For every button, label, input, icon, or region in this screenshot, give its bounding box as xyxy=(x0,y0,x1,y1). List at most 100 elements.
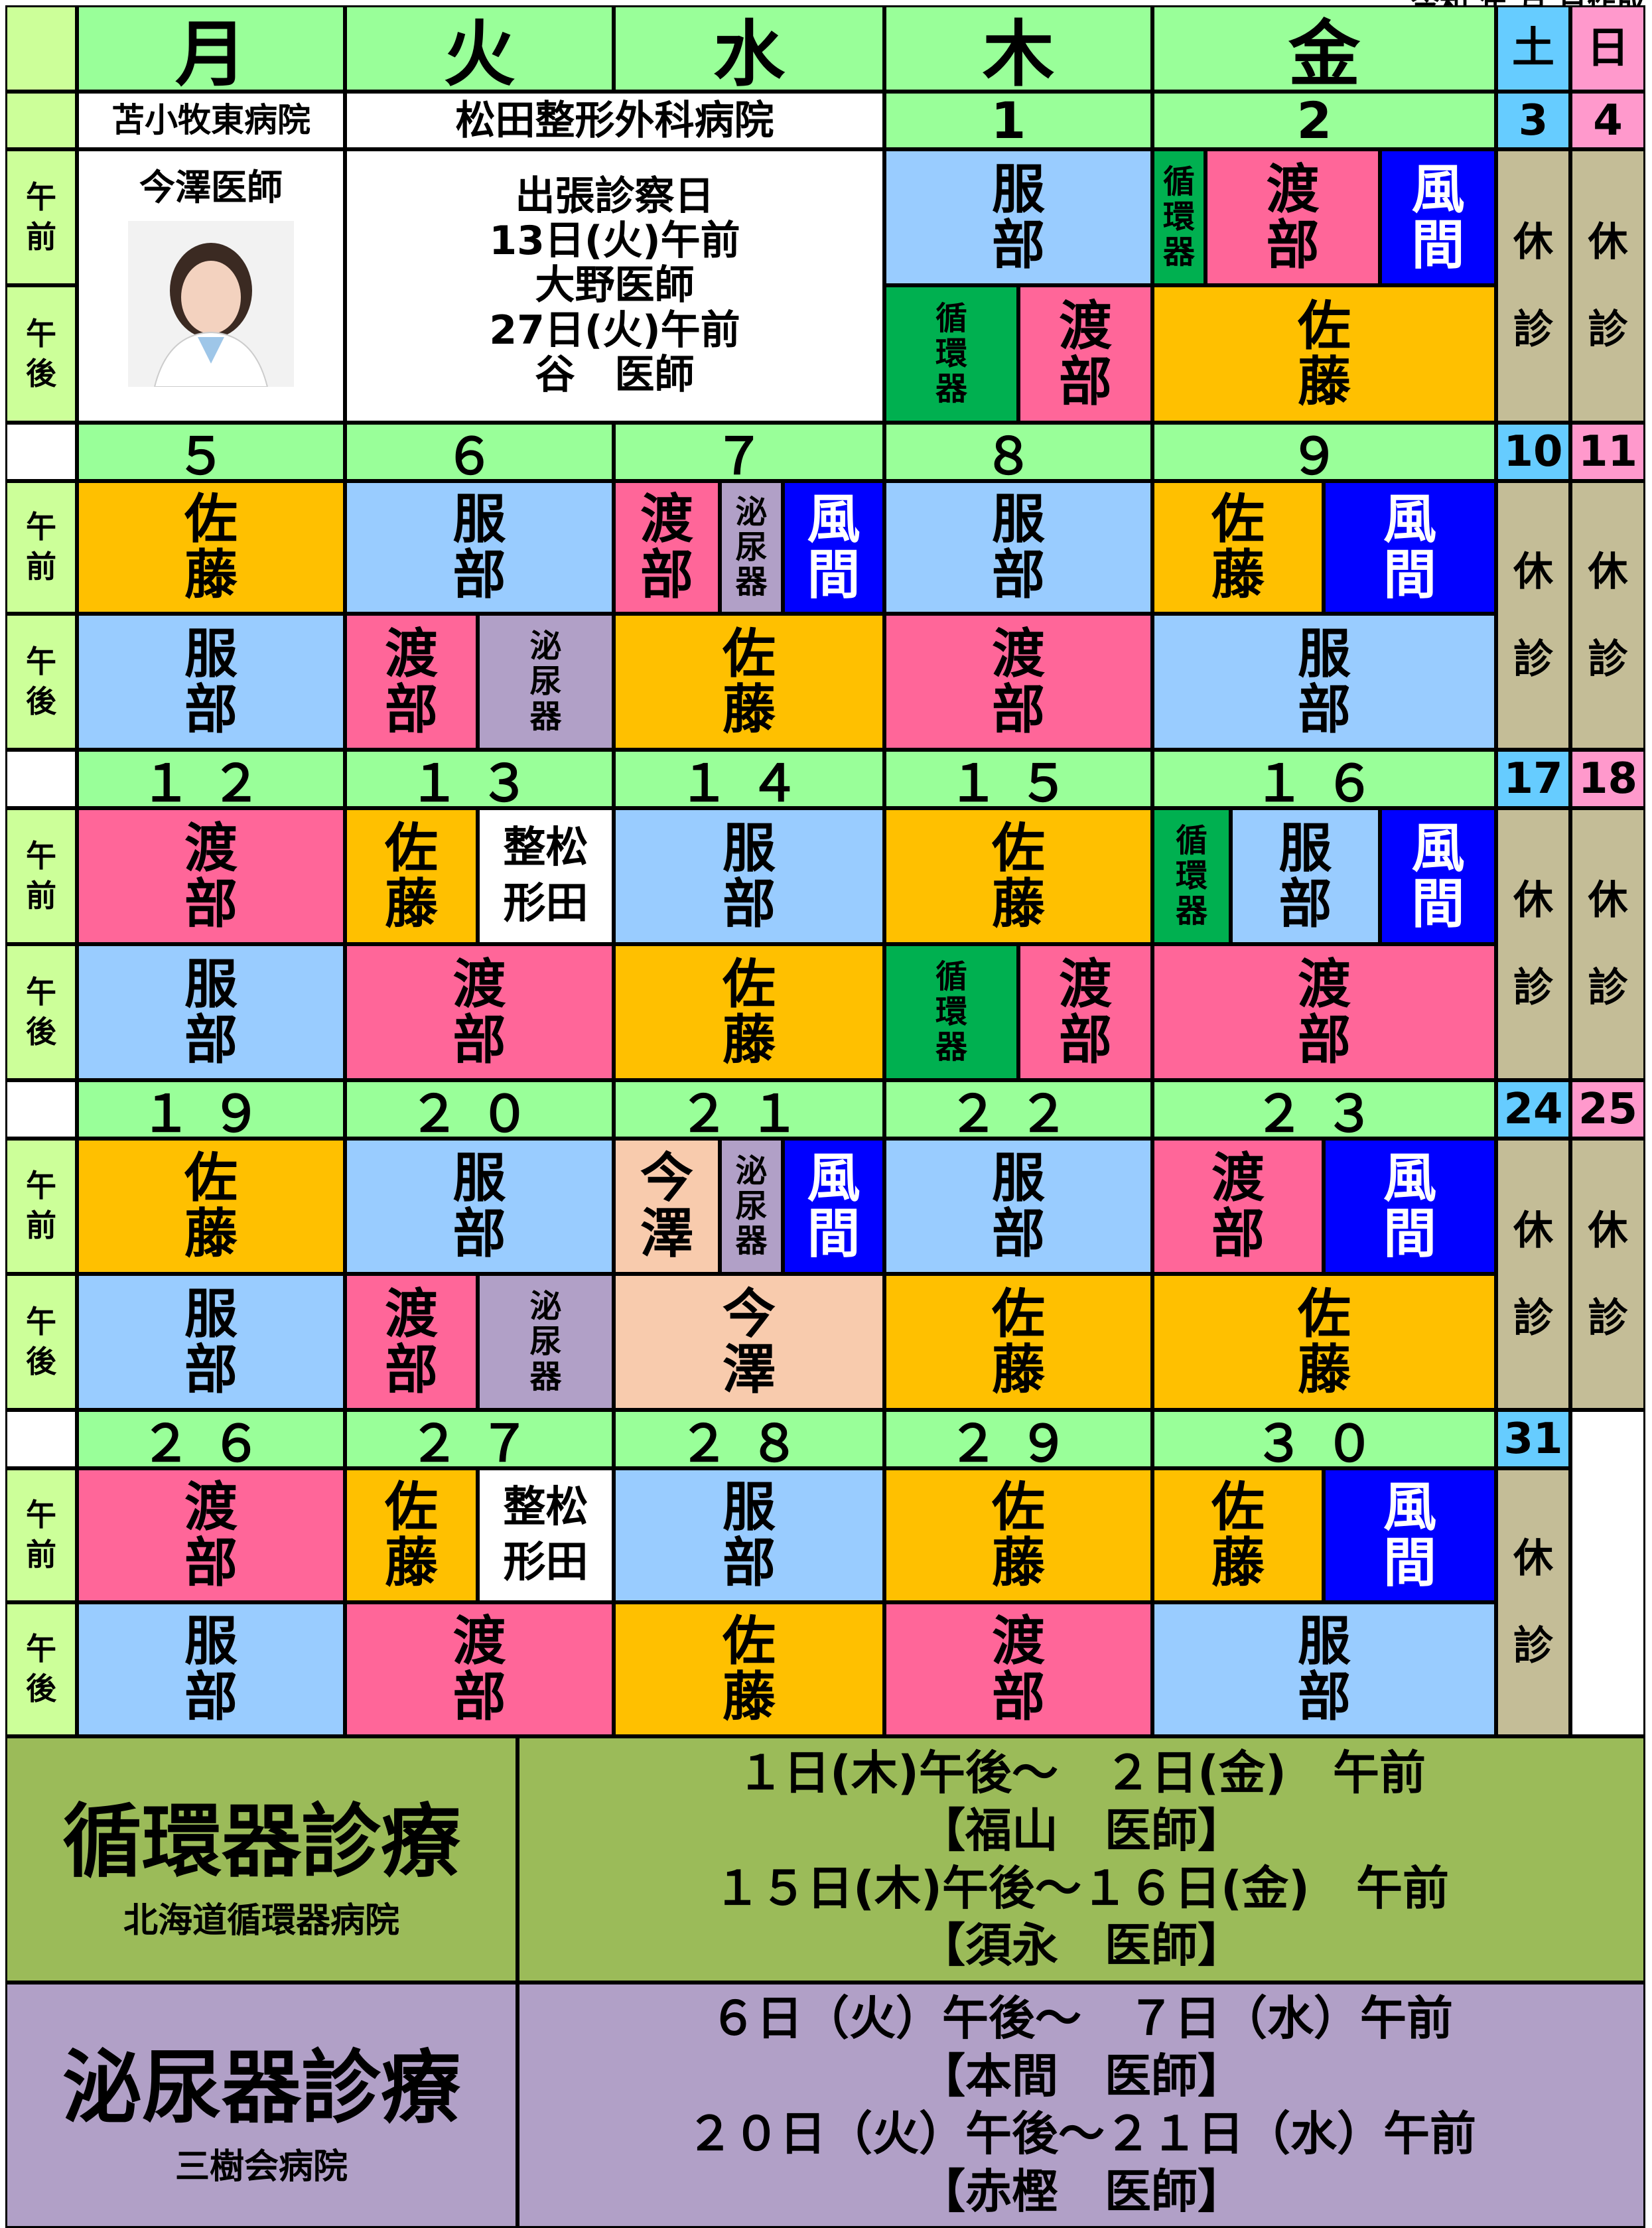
cell-w2-mon-pm: 服 部 xyxy=(77,944,345,1080)
cell-w3-wed-num: ２１ xyxy=(614,1080,884,1139)
cell-w1-tue-pm-a: 渡 部 xyxy=(345,614,478,750)
cell-w1-wed-am-a: 渡 部 xyxy=(614,481,720,614)
w0-tue-detail: 出張診察日 13日(火)午前 大野医師 27日(火)午前 谷 医師 xyxy=(345,149,884,423)
cell-w3-fri-num: ２３ xyxy=(1152,1080,1496,1139)
cell-w3-wed-am-c: 風 間 xyxy=(783,1139,884,1274)
cell-w4-wed-pm: 佐 藤 xyxy=(614,1602,884,1736)
note-junkanki-subtitle: 北海道循環器病院 xyxy=(123,1900,399,1941)
cell-w4-fri-num: ３０ xyxy=(1152,1410,1496,1468)
w0-mon-hospital: 苫小牧東病院 xyxy=(77,92,345,149)
cell-w1-thu-pm: 渡 部 xyxy=(884,614,1152,750)
week3-label-blank xyxy=(5,1080,77,1139)
weekday-header-fri: 金 xyxy=(1152,5,1496,92)
weekday-header-wed: 水 xyxy=(614,5,884,92)
cell-w2-thu-pm-a: 循 環 器 xyxy=(884,944,1018,1080)
cell-w1-fri-am-a: 佐 藤 xyxy=(1152,481,1324,614)
cell-w3-wed-pm: 今 澤 xyxy=(614,1274,884,1410)
cell-w2-wed-pm: 佐 藤 xyxy=(614,944,884,1080)
cell-w0-fri-am-a: 循 環 器 xyxy=(1152,149,1205,285)
note-junkanki-title: 循環器診療 xyxy=(62,1795,460,1888)
week4-sun-blank xyxy=(1570,1410,1645,1736)
cell-w4-wed-num: ２８ xyxy=(614,1410,884,1468)
week1-label-blank xyxy=(5,423,77,481)
cell-w3-tue-num: ２０ xyxy=(345,1080,614,1139)
cell-w3-sat-num: 24 xyxy=(1496,1080,1570,1139)
cell-w2-tue-am-b: 整松 形田 xyxy=(478,808,614,944)
note-junkanki-detail: １日(木)午後～ ２日(金) 午前【福山 医師】１５日(木)午後～１６日(金) … xyxy=(517,1736,1645,1983)
note-junkanki-line: １５日(木)午後～１６日(金) 午前 xyxy=(714,1860,1449,1915)
note-hinyoki-line: 【本間 医師】 xyxy=(919,2049,1244,2104)
cell-w2-fri-num: １６ xyxy=(1152,750,1496,808)
cell-w3-mon-pm: 服 部 xyxy=(77,1274,345,1410)
note-junkanki-line: １日(木)午後～ ２日(金) 午前 xyxy=(737,1745,1426,1800)
note-junkanki-line: 【福山 医師】 xyxy=(919,1803,1244,1858)
cell-w3-thu-am: 服 部 xyxy=(884,1139,1152,1274)
cell-w1-sun-num: 11 xyxy=(1570,423,1645,481)
cell-w3-tue-pm-a: 渡 部 xyxy=(345,1274,478,1410)
note-junkanki-title-box: 循環器診療北海道循環器病院 xyxy=(5,1736,517,1983)
cell-w1-sat-num: 10 xyxy=(1496,423,1570,481)
cell-w0-fri-num: 2 xyxy=(1152,92,1496,149)
note-hinyoki-line: 【赤樫 医師】 xyxy=(919,2164,1244,2219)
cell-w0-sun-num: 4 xyxy=(1570,92,1645,149)
week0-am-label: 午 前 xyxy=(5,149,77,285)
weekday-header-sat: 土 xyxy=(1496,5,1570,92)
cell-w1-wed-am-b: 泌 尿 器 xyxy=(720,481,783,614)
week4-sat-closed: 休 診 xyxy=(1496,1468,1570,1736)
cell-w2-mon-am: 渡 部 xyxy=(77,808,345,944)
cell-w3-sun-num: 25 xyxy=(1570,1080,1645,1139)
cell-w2-sun-num: 18 xyxy=(1570,750,1645,808)
week0-sat-closed: 休 診 xyxy=(1496,149,1570,423)
week3-pm-label: 午 後 xyxy=(5,1274,77,1410)
weekday-header-mon: 月 xyxy=(77,5,345,92)
cell-w1-wed-num: ７ xyxy=(614,423,884,481)
week3-am-label: 午 前 xyxy=(5,1139,77,1274)
week2-am-label: 午 前 xyxy=(5,808,77,944)
note-hinyoki-line: ２０日（火）午後～２１日（水）午前 xyxy=(687,2107,1476,2161)
weekday-header-tue: 火 xyxy=(345,5,614,92)
cell-w1-wed-am-c: 風 間 xyxy=(783,481,884,614)
cell-w1-thu-am: 服 部 xyxy=(884,481,1152,614)
cell-w3-mon-num: １９ xyxy=(77,1080,345,1139)
cell-w2-fri-pm: 渡 部 xyxy=(1152,944,1496,1080)
cell-w3-fri-pm: 佐 藤 xyxy=(1152,1274,1496,1410)
weekday-header-thu: 木 xyxy=(884,5,1152,92)
cell-w2-wed-num: １４ xyxy=(614,750,884,808)
cell-w3-wed-am-b: 泌 尿 器 xyxy=(720,1139,783,1274)
cell-w3-fri-am-a: 渡 部 xyxy=(1152,1139,1324,1274)
cell-w1-tue-pm-b: 泌 尿 器 xyxy=(478,614,614,750)
week0-sun-closed: 休 診 xyxy=(1570,149,1645,423)
week0-pm-label: 午 後 xyxy=(5,285,77,423)
w0-mon-doctor-box: 今澤医師 xyxy=(77,149,345,423)
cell-w2-fri-am-c: 風 間 xyxy=(1380,808,1496,944)
cell-w2-tue-am-a: 佐 藤 xyxy=(345,808,478,944)
cell-w4-thu-num: ２９ xyxy=(884,1410,1152,1468)
week3-sun-closed: 休 診 xyxy=(1570,1139,1645,1410)
note-hinyoki-line: ６日（火）午後～ ７日（水）午前 xyxy=(710,1991,1453,2046)
cell-w1-fri-num: ９ xyxy=(1152,423,1496,481)
cell-w1-wed-pm: 佐 藤 xyxy=(614,614,884,750)
note-hinyoki-title-box: 泌尿器診療三樹会病院 xyxy=(5,1983,517,2228)
week1-am-label: 午 前 xyxy=(5,481,77,614)
w0-tue-hospital: 松田整形外科病院 xyxy=(345,92,884,149)
cell-w2-tue-pm: 渡 部 xyxy=(345,944,614,1080)
cell-w1-tue-num: ６ xyxy=(345,423,614,481)
cell-w1-fri-pm: 服 部 xyxy=(1152,614,1496,750)
note-hinyoki-detail: ６日（火）午後～ ７日（水）午前【本間 医師】２０日（火）午後～２１日（水）午前… xyxy=(517,1983,1645,2228)
cell-w2-thu-am: 佐 藤 xyxy=(884,808,1152,944)
doctor-photo xyxy=(128,221,294,387)
cell-w4-tue-num: ２７ xyxy=(345,1410,614,1468)
week4-pm-label: 午 後 xyxy=(5,1602,77,1736)
note-junkanki-line: 【須永 医師】 xyxy=(919,1918,1244,1973)
cell-w2-fri-am-a: 循 環 器 xyxy=(1152,808,1231,944)
cell-w2-wed-am: 服 部 xyxy=(614,808,884,944)
cell-w4-thu-pm: 渡 部 xyxy=(884,1602,1152,1736)
cell-w4-mon-pm: 服 部 xyxy=(77,1602,345,1736)
cell-w0-fri-pm: 佐 藤 xyxy=(1152,285,1496,423)
note-hinyoki-title: 泌尿器診療 xyxy=(62,2040,460,2134)
week2-label-blank xyxy=(5,750,77,808)
cell-w0-thu-num: 1 xyxy=(884,92,1152,149)
week1-pm-label: 午 後 xyxy=(5,614,77,750)
cell-w4-fri-pm: 服 部 xyxy=(1152,1602,1496,1736)
